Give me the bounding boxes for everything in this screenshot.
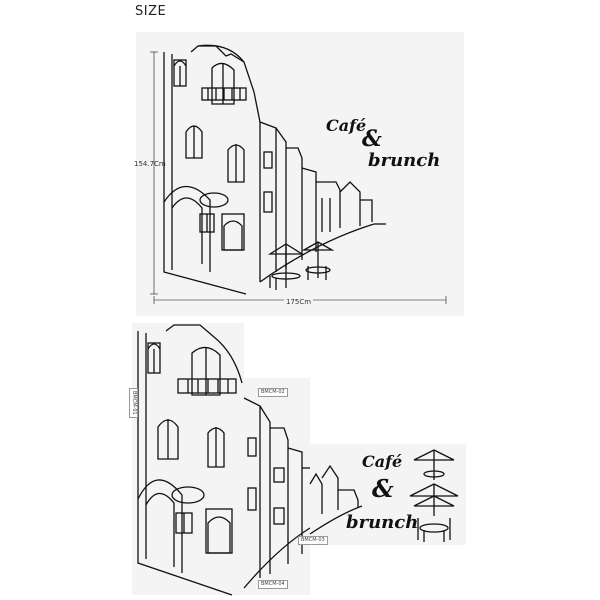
bottom-left-panel: [132, 323, 244, 596]
top-cafe-text: Café: [326, 116, 367, 135]
bottom-right-illustration: [309, 449, 459, 542]
part-tag: BMCM-02: [258, 388, 288, 397]
bottom-middle-panel: [243, 378, 311, 595]
bottom-cafe-text: Café: [362, 452, 403, 471]
top-building-illustration: [150, 44, 447, 304]
bottom-left-illustration: [137, 324, 243, 596]
top-amp-text: &: [362, 126, 382, 152]
top-brunch-text: brunch: [368, 150, 441, 171]
part-tag: BMCM-03: [298, 536, 328, 545]
top-product-image: Café & brunch 154.7Cm 175Cm: [134, 32, 464, 316]
page-title: SIZE: [135, 4, 167, 19]
bottom-right-panel: Café & brunch: [309, 444, 466, 545]
part-tag: BMCM-04: [258, 580, 288, 589]
height-dimension-label: 154.7Cm: [134, 160, 166, 168]
bottom-middle-illustration: [243, 397, 311, 589]
bottom-amp-text: &: [372, 474, 394, 503]
width-dimension-label: 175Cm: [284, 298, 314, 306]
bottom-brunch-text: brunch: [346, 512, 419, 533]
part-tag: BMCM-01: [129, 388, 138, 418]
